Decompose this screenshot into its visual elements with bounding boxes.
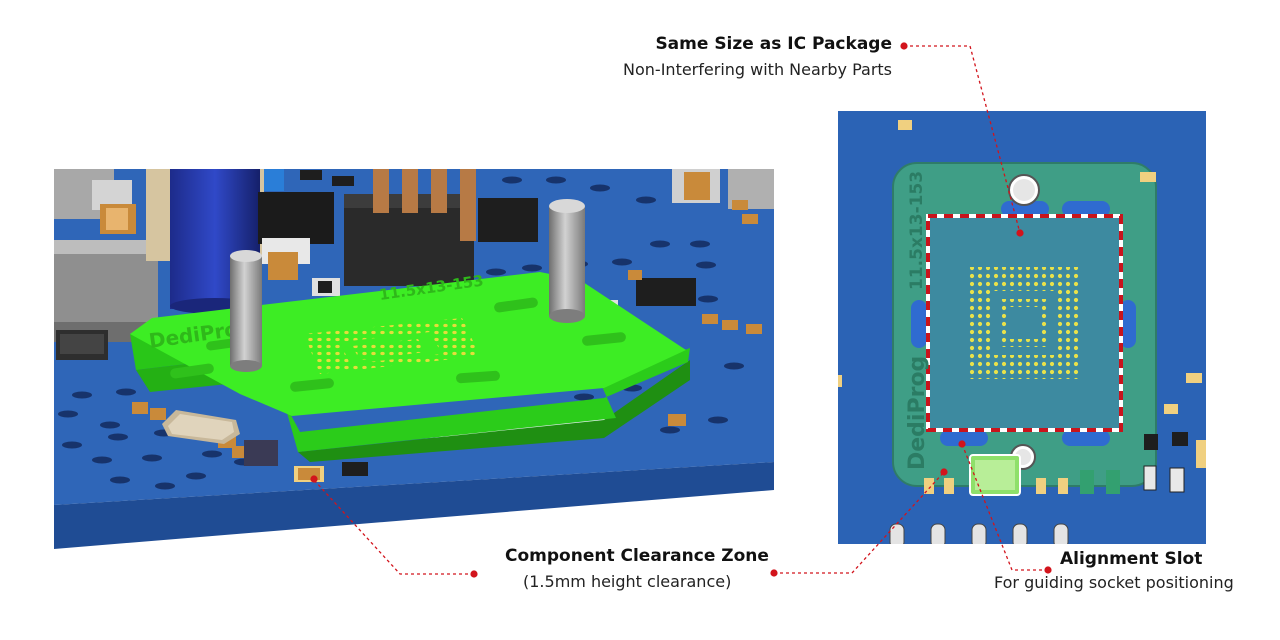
alignment-post-left [230, 256, 262, 366]
socket-brand-top: DediProg [905, 356, 930, 470]
callout-clearance-zone: Component Clearance Zone (1.5mm height c… [505, 546, 769, 591]
leader-dots [310, 42, 1052, 578]
leader-lines [313, 45, 1048, 575]
callout-alignment-slot-title: Alignment Slot [1060, 549, 1203, 569]
socket-size-code-top: 11.5x13-153 [907, 171, 927, 290]
callout-alignment-slot-subtitle: For guiding socket positioning [994, 573, 1234, 592]
alignment-post-right [549, 206, 585, 316]
callout-clearance-zone-subtitle: (1.5mm height clearance) [523, 572, 732, 591]
callout-ic-package-subtitle: Non-Interfering with Nearby Parts [623, 60, 892, 79]
callout-clearance-zone-title: Component Clearance Zone [505, 546, 769, 566]
callout-ic-package: Same Size as IC Package Non-Interfering … [623, 34, 892, 79]
callout-ic-package-title: Same Size as IC Package [655, 34, 892, 54]
socket-top-view: DediProg 11.5x13-153 [838, 111, 1206, 544]
socket-3d-render: DediProg 11.5x13-153 [54, 169, 774, 549]
callout-alignment-slot: Alignment Slot For guiding socket positi… [994, 549, 1234, 592]
